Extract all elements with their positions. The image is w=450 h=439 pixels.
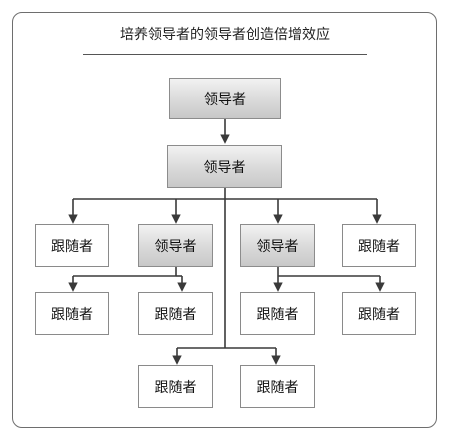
title-underline: [83, 54, 367, 55]
node-follower-far-right: 跟随者: [342, 224, 416, 267]
node-follower-far-left: 跟随者: [35, 224, 109, 267]
node-mid-leader: 领导者: [167, 145, 282, 188]
node-follower-bottom-a: 跟随者: [138, 365, 213, 408]
node-follower-left-b: 跟随者: [138, 292, 213, 335]
node-follower-bottom-b: 跟随者: [240, 365, 315, 408]
node-right-leader: 领导者: [240, 224, 315, 267]
diagram-title: 培养领导者的领导者创造倍增效应: [120, 27, 330, 43]
node-left-leader: 领导者: [138, 224, 213, 267]
node-follower-right-a: 跟随者: [240, 292, 315, 335]
node-follower-right-b: 跟随者: [342, 292, 416, 335]
node-top-leader: 领导者: [169, 78, 281, 119]
node-follower-left-a: 跟随者: [35, 292, 109, 335]
